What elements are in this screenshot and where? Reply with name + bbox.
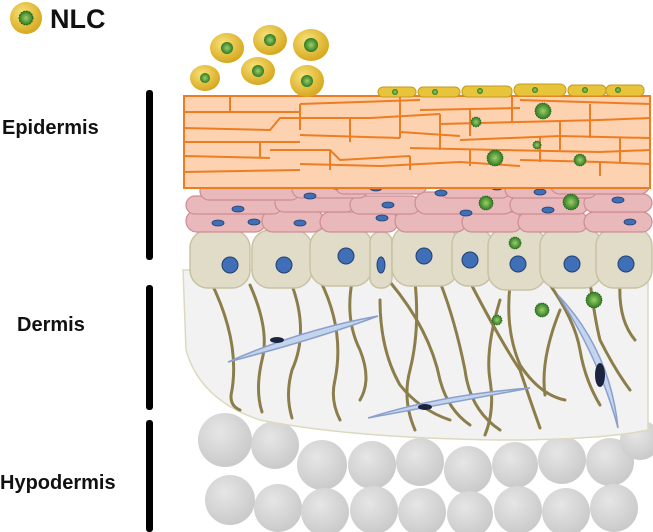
nlc-particles-surface	[190, 25, 329, 97]
layer-label-epidermis: Epidermis	[2, 117, 99, 139]
nlc-penetrated	[470, 102, 603, 326]
epidermis-bracket	[146, 90, 153, 260]
corneocyte-lines	[183, 96, 651, 176]
fibroblasts	[227, 294, 619, 429]
nlc-particle-icon	[10, 2, 42, 34]
layer-label-hypodermis: Hypodermis	[0, 472, 116, 494]
legend-label: NLC	[50, 4, 106, 34]
layer-label-dermis: Dermis	[17, 314, 85, 336]
basal-nuclei	[221, 247, 635, 274]
surface-nlc-film	[377, 83, 645, 98]
dermis-bracket	[146, 285, 153, 410]
hypodermis-bracket	[146, 420, 153, 532]
hypodermis-fat-cells	[198, 413, 653, 532]
collagen-fibers	[208, 278, 637, 437]
